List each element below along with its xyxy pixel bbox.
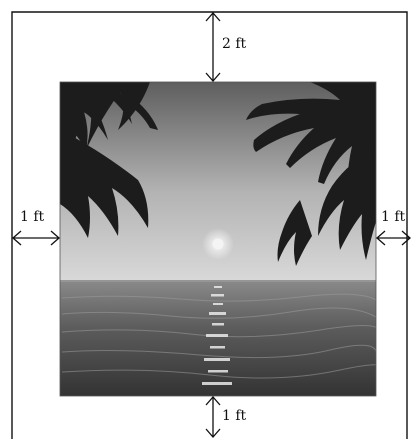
moon <box>212 238 224 250</box>
double-arrow-icon <box>12 230 60 246</box>
moon-reflection <box>202 286 232 385</box>
right-dimension-label: 1 ft <box>381 209 406 225</box>
bottom-dimension-label: 1 ft <box>222 408 247 424</box>
painting-border <box>59 81 377 397</box>
painting-sea <box>60 280 376 396</box>
painting <box>60 82 376 396</box>
top-dimension-label: 2 ft <box>222 36 247 52</box>
left-dimension-label: 1 ft <box>20 209 45 225</box>
double-arrow-icon <box>205 12 221 82</box>
double-arrow-icon <box>205 396 221 438</box>
palm-fronds-right <box>246 82 376 266</box>
sea-ripples <box>61 293 376 379</box>
wall-frame <box>11 11 408 439</box>
palm-fronds-left <box>60 82 158 238</box>
double-arrow-icon <box>376 230 411 246</box>
